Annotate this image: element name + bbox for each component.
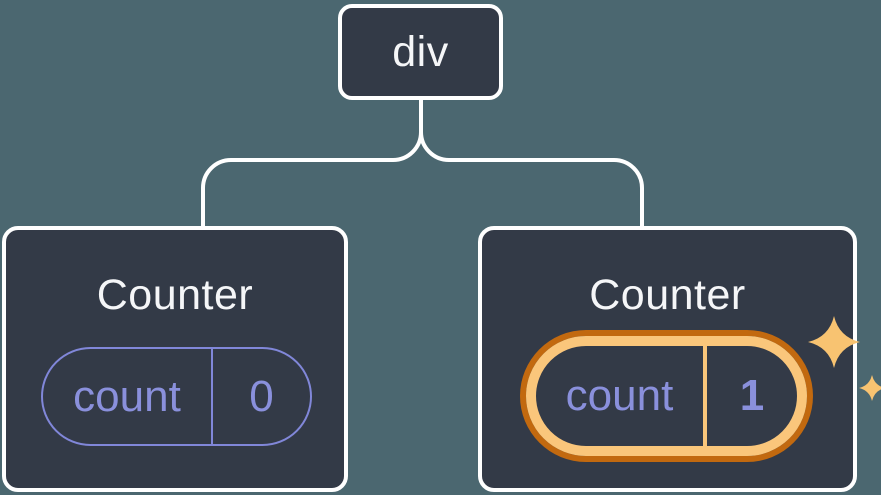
root-node: div [338,4,503,100]
state-key: count [43,349,213,444]
state-value: 0 [249,371,274,421]
counter-card-left: Counter count 0 [2,226,348,492]
state-pill: count 0 [41,347,312,446]
card-title: Counter [96,271,254,319]
card-title: Counter [589,271,746,319]
state-pill-highlighted: count 1 [526,336,807,456]
sparkles-icon [808,316,881,401]
state-value: 1 [739,371,765,420]
state-key: count [536,346,707,446]
root-node-label: div [392,27,449,76]
counter-card-right: Counter count 1 [478,226,857,492]
